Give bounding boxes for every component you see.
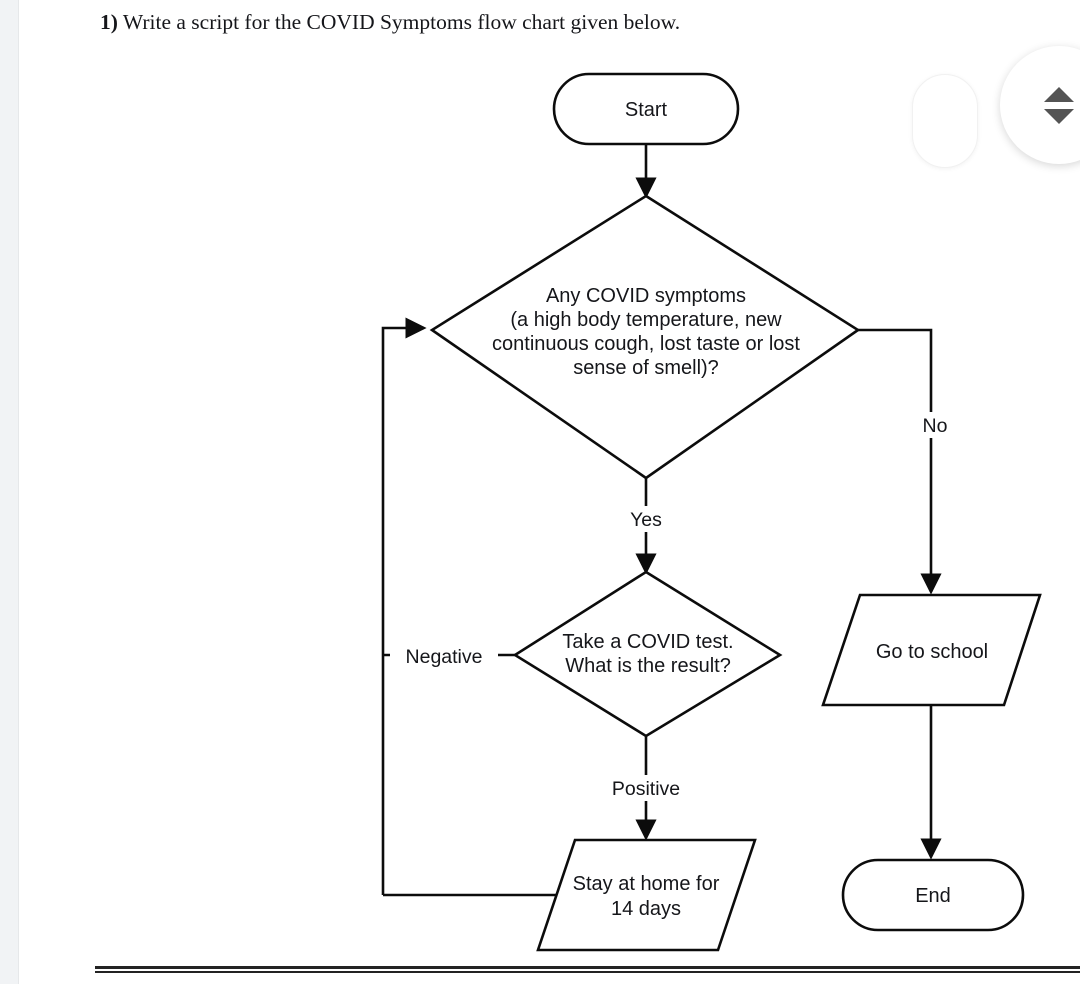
node-test-decision[interactable]: Take a COVID test. What is the result?	[512, 570, 783, 738]
page-gutter-strip	[0, 0, 19, 984]
rule-line-upper	[95, 966, 1080, 969]
test-label-line-1: Take a COVID test.	[562, 631, 733, 653]
symptoms-label-line-1: Any COVID symptoms	[546, 285, 746, 307]
symptoms-label-line-3: continuous cough, lost taste or lost	[492, 333, 800, 355]
rule-line-lower	[95, 971, 1080, 973]
edge-label-negative: Negative	[390, 643, 498, 669]
node-symptoms-decision[interactable]: Any COVID symptoms (a high body temperat…	[429, 194, 861, 480]
node-go-to-school[interactable]: Go to school	[821, 593, 1042, 707]
symptoms-label-line-4: sense of smell)?	[573, 357, 719, 379]
edge-label-no-text: No	[923, 415, 948, 437]
edge-negative-loop-riser	[381, 317, 427, 895]
test-diamond-shape	[512, 570, 783, 738]
bottom-double-rule	[95, 966, 1080, 973]
node-end[interactable]: End	[841, 858, 1025, 932]
symptoms-label-line-2: (a high body temperature, new	[510, 309, 782, 331]
edge-label-positive: Positive	[606, 775, 688, 801]
home-label-line-1: Stay at home for	[573, 873, 720, 895]
start-terminator-shape	[552, 72, 740, 146]
edge-symptoms-no-to-school	[858, 328, 942, 595]
question-text: Write a script for the COVID Symptoms fl…	[122, 10, 681, 34]
edge-label-yes-text: Yes	[630, 509, 662, 531]
edge-label-yes: Yes	[622, 506, 670, 532]
test-label-line-2: What is the result?	[565, 655, 731, 677]
school-label: Go to school	[876, 641, 988, 663]
start-label: Start	[625, 99, 668, 121]
triangle-up-icon[interactable]	[1044, 86, 1074, 102]
edge-label-negative-text: Negative	[406, 646, 483, 668]
node-start[interactable]: Start	[552, 72, 740, 146]
triangle-down-icon[interactable]	[1044, 108, 1074, 124]
end-label: End	[915, 885, 951, 907]
overlay-ghost-pill[interactable]	[912, 74, 978, 168]
question-prompt: 1) Write a script for the COVID Symptoms…	[100, 8, 950, 36]
school-parallelogram-shape	[821, 593, 1042, 707]
edge-label-positive-text: Positive	[612, 778, 680, 800]
edge-label-no: No	[916, 412, 954, 438]
end-terminator-shape	[841, 858, 1025, 932]
node-stay-at-home[interactable]: Stay at home for 14 days	[536, 838, 757, 952]
symptoms-diamond-shape	[429, 194, 861, 480]
home-parallelogram-shape	[536, 838, 757, 952]
home-label-line-2: 14 days	[611, 898, 681, 920]
scroll-control-button[interactable]	[1000, 46, 1080, 164]
question-number: 1)	[100, 10, 118, 34]
